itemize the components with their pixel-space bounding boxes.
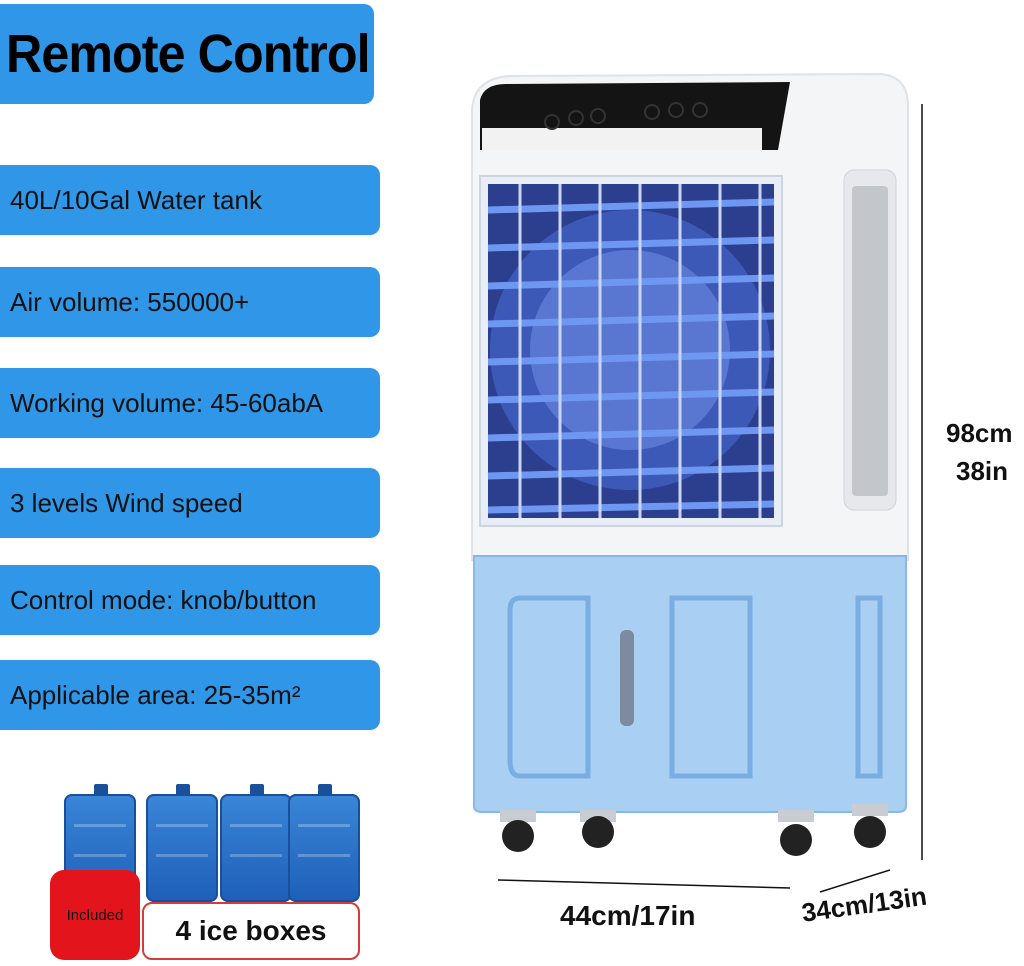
ice-boxes-text: 4 ice boxes: [175, 915, 327, 946]
feature-label: Applicable area: 25-35m²: [10, 679, 301, 710]
air-cooler-illustration: [471, 72, 909, 856]
ice-pack-icon: [146, 784, 218, 902]
feature-control-mode: Control mode: knob/button: [0, 565, 380, 635]
included-badge-label: Included: [66, 906, 124, 924]
feature-label: Working volume: 45-60abA: [10, 387, 324, 418]
feature-label: Control mode: knob/button: [10, 584, 317, 615]
title-banner: Remote Control: [0, 4, 374, 104]
feature-working-volume: Working volume: 45-60abA: [0, 368, 380, 438]
included-badge: Included: [50, 870, 140, 960]
ice-boxes-label: 4 ice boxes: [142, 902, 360, 960]
feature-water-tank: 40L/10Gal Water tank: [0, 165, 380, 235]
ice-boxes-group: Included 4 ice boxes: [50, 782, 370, 962]
page-title: Remote Control: [6, 24, 371, 84]
feature-label: 3 levels Wind speed: [10, 487, 243, 518]
feature-label: 40L/10Gal Water tank: [10, 184, 262, 215]
feature-applicable-area: Applicable area: 25-35m²: [0, 660, 380, 730]
ice-pack-icon: [288, 784, 360, 902]
dimension-lines: [497, 104, 923, 893]
feature-label: Air volume: 550000+: [10, 286, 250, 317]
ice-pack-icon: [220, 784, 292, 902]
feature-air-volume: Air volume: 550000+: [0, 267, 380, 337]
height-in-label: 38in: [956, 456, 1009, 486]
height-cm-label: 98cm: [946, 418, 1013, 448]
feature-wind-speed: 3 levels Wind speed: [0, 468, 380, 538]
width-label: 44cm/17in: [560, 900, 696, 931]
